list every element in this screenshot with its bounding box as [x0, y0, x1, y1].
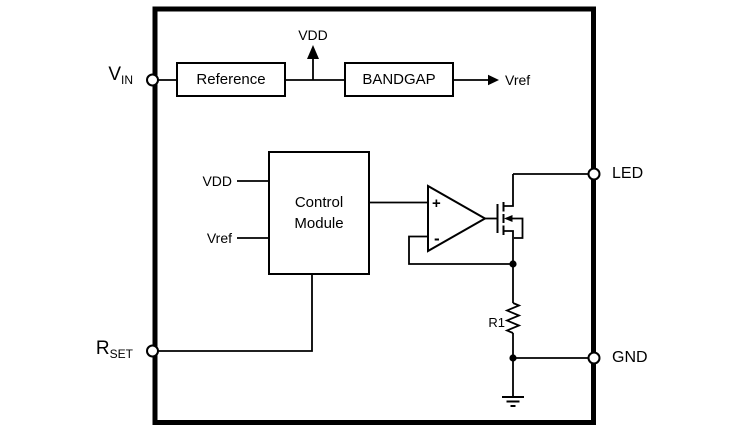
pin-vin-terminal: [146, 73, 159, 87]
vref-arrow-icon: [488, 74, 499, 86]
bandgap-block: BANDGAP: [344, 62, 454, 97]
pin-gnd-terminal: [587, 351, 601, 365]
wire-feedback: [408, 235, 510, 265]
control-module-label: Control Module: [294, 194, 344, 232]
pin-label-led: LED: [612, 165, 644, 182]
pin-label-vin: VIN: [108, 64, 133, 87]
opamp-icon: [427, 184, 488, 253]
r1-label: R1: [488, 315, 505, 330]
junction-dot-gnd: [509, 354, 517, 362]
vref-input-label: Vref: [206, 230, 232, 246]
control-module-block: Control Module: [268, 151, 370, 275]
vdd-rail-label: VDD: [298, 27, 328, 43]
pin-label-rset: RSET: [95, 338, 133, 361]
resistor-r1-icon: [504, 302, 522, 334]
vdd-input-label: VDD: [202, 173, 232, 189]
opamp-minus-label: -: [434, 229, 440, 248]
chip-boundary: [152, 6, 596, 425]
ground-icon: [502, 396, 524, 407]
wire-control-rset: [158, 273, 313, 352]
pin-rset-terminal: [146, 344, 159, 358]
mosfet-icon: [496, 174, 524, 261]
vref-output-label: Vref: [505, 72, 531, 88]
pin-led-terminal: [587, 167, 601, 181]
junction-dot-feedback: [509, 260, 517, 268]
pin-label-gnd: GND: [612, 349, 648, 366]
vdd-arrow-icon: [307, 45, 319, 59]
opamp-plus-label: +: [432, 195, 441, 212]
reference-block: Reference: [176, 62, 286, 97]
